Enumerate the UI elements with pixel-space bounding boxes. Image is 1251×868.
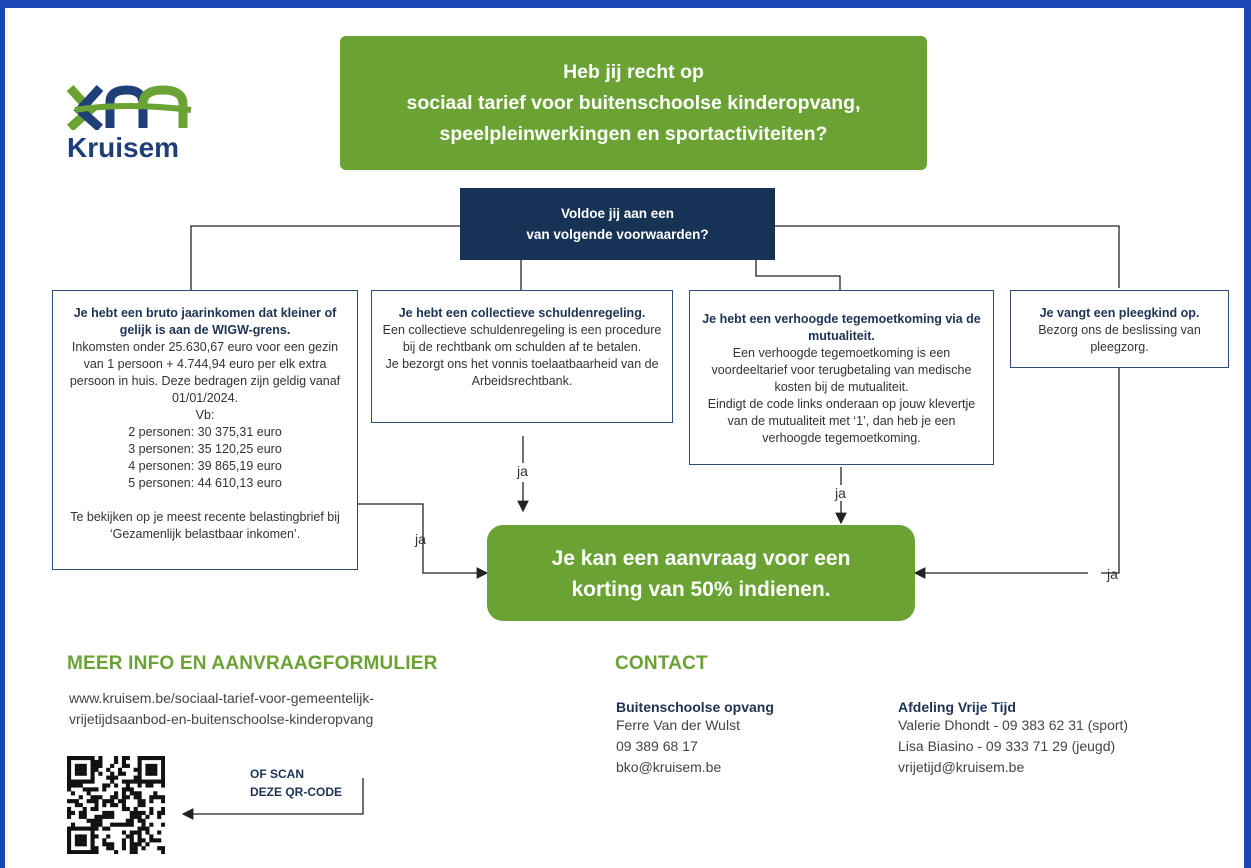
contact-bko-name: Ferre Van der Wulst (616, 717, 740, 733)
condition-income-note: Te bekijken op je meest recente belastin… (70, 510, 340, 541)
contact-bko-phone[interactable]: 09 389 68 17 (616, 738, 698, 754)
contact-group-vrije-tijd: Afdeling Vrije Tijd Valerie Dhondt - 09 … (898, 699, 1128, 778)
result-line-2: korting van 50% indienen. (571, 578, 831, 601)
logo-name: Kruisem (67, 132, 180, 163)
qr-code-icon (67, 756, 165, 854)
result-box: Je kan een aanvraag voor een korting van… (487, 525, 915, 621)
contact-bko-heading: Buitenschoolse opvang (616, 699, 774, 715)
example-5-persons: 5 personen: 44 610,13 euro (128, 476, 282, 490)
example-4-persons: 4 personen: 39 865,19 euro (128, 459, 282, 473)
title-box: Heb jij recht op sociaal tarief voor bui… (340, 36, 927, 170)
example-2-persons: 2 personen: 30 375,31 euro (128, 425, 282, 439)
scan-label: OF SCAN DEZE QR-CODE (250, 765, 342, 801)
condition-income-heading: Je hebt een bruto jaarinkomen dat kleine… (73, 306, 337, 337)
condition-foster-box: Je vangt een pleegkind op. Bezorg ons de… (1010, 290, 1229, 368)
contact-vt-jeugd[interactable]: Lisa Biasino - 09 333 71 29 (jeugd) (898, 738, 1116, 754)
condition-debt-note: Je bezorgt ons het vonnis toelaatbaarhei… (385, 357, 659, 388)
logo-mark-icon (66, 84, 192, 130)
contact-group-bko: Buitenschoolse opvang Ferre Van der Wuls… (616, 699, 774, 778)
contact-vt-heading: Afdeling Vrije Tijd (898, 699, 1016, 715)
question-box: Voldoe jij aan een van volgende voorwaar… (460, 188, 775, 260)
qr-code[interactable] (67, 756, 165, 854)
yes-label-debt: ja (517, 463, 528, 479)
kruisem-logo: Kruisem (65, 80, 205, 170)
title-line-3: speelpleinwerkingen en sportactiviteiten… (439, 123, 828, 145)
contact-vt-sport[interactable]: Valerie Dhondt - 09 383 62 31 (sport) (898, 717, 1129, 733)
yes-label-mutuality: ja (835, 485, 846, 501)
condition-mutuality-note: Eindigt de code links onderaan op jouw k… (707, 397, 976, 445)
info-url-line-1: www.kruisem.be/sociaal-tarief-voor-gemee… (69, 690, 374, 706)
yes-label-income: ja (415, 531, 426, 547)
condition-foster-text: Bezorg ons de beslissing van pleegzorg. (1038, 323, 1201, 354)
contact-bko-email[interactable]: bko@kruisem.be (616, 759, 722, 775)
contact-vt-email[interactable]: vrijetijd@kruisem.be (898, 759, 1025, 775)
condition-income-box: Je hebt een bruto jaarinkomen dat kleine… (52, 290, 358, 570)
info-title: MEER INFO EN AANVRAAGFORMULIER (67, 653, 438, 674)
condition-debt-box: Je hebt een collectieve schuldenregeling… (371, 290, 673, 423)
condition-mutuality-heading: Je hebt een verhoogde tegemoetkoming via… (702, 312, 981, 343)
condition-debt-heading: Je hebt een collectieve schuldenregeling… (398, 306, 646, 320)
scan-line-2: DEZE QR-CODE (250, 785, 343, 799)
condition-debt-text: Een collectieve schuldenregeling is een … (382, 323, 662, 354)
question-line-1: Voldoe jij aan een (560, 206, 675, 221)
info-url[interactable]: www.kruisem.be/sociaal-tarief-voor-gemee… (69, 688, 374, 730)
title-line-1: Heb jij recht op (563, 61, 704, 83)
condition-mutuality-text: Een verhoogde tegemoetkoming is een voor… (711, 346, 972, 394)
condition-mutuality-box: Je hebt een verhoogde tegemoetkoming via… (689, 290, 994, 465)
yes-label-foster: ja (1107, 566, 1118, 582)
flow-connectors (181, 225, 1120, 820)
info-url-line-2: vrijetijdsaanbod-en-buitenschoolse-kinde… (69, 711, 374, 727)
condition-income-text: Inkomsten onder 25.630,67 euro voor een … (69, 340, 341, 405)
result-line-1: Je kan een aanvraag voor een (551, 547, 851, 570)
spacer (63, 492, 347, 509)
title-line-2: sociaal tarief voor buitenschoolse kinde… (406, 92, 861, 114)
scan-line-1: OF SCAN (250, 767, 304, 781)
contact-title: CONTACT (615, 653, 708, 674)
condition-foster-heading: Je vangt een pleegkind op. (1039, 306, 1200, 320)
poster: Kruisem Heb jij recht op sociaal tarief … (5, 8, 1244, 868)
example-label: Vb: (195, 408, 215, 422)
question-line-2: van volgende voorwaarden? (526, 227, 709, 242)
example-3-persons: 3 personen: 35 120,25 euro (128, 442, 282, 456)
